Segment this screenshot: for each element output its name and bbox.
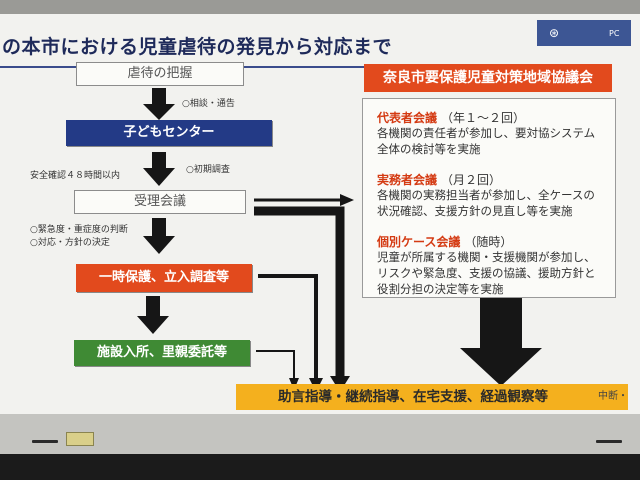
council-rep-head: 代表者会議（年１～２回） (377, 109, 525, 126)
council-case-freq: （随時） (464, 235, 513, 249)
logo-text: PC (609, 29, 620, 38)
bezel-indicator-right (596, 440, 622, 443)
step-child-center-label: 子どもセンター (123, 125, 215, 140)
council-box: 代表者会議（年１～２回） 各機関の責任者が参加し、要対協システム 全体の検討等を… (362, 98, 616, 298)
council-case-line-3: 役割分担の決定等を実施 (377, 282, 504, 296)
step-grasp-label: 虐待の把握 (127, 66, 193, 81)
council-case-title: 個別ケース会議 (377, 235, 461, 249)
arrow-reception-to-protection (143, 218, 175, 254)
council-rep-title: 代表者会議 (377, 111, 438, 125)
arrow-grasp-to-center (143, 88, 175, 120)
arrow-protection-to-result (258, 274, 323, 392)
arrow-protection-to-placement (137, 296, 169, 334)
step-reception-label: 受理会議 (133, 194, 186, 209)
step-reception-meeting: 受理会議 (74, 190, 246, 214)
council-work-head: 実務者会議（月２回） (377, 171, 501, 188)
desk-edge (0, 454, 640, 480)
council-title: 奈良市要保護児童対策地域協議会 (364, 64, 612, 92)
monitor-top-bezel (0, 0, 640, 16)
council-case-line-2: リスクや緊急度、支援の協議、援助方針と (377, 266, 596, 280)
step-temporary-protection: 一時保護、立入調査等 (76, 264, 252, 292)
note-safety-check: 安全確認４８時間以内 (30, 171, 121, 181)
step-protection-label: 一時保護、立入調査等 (98, 270, 229, 285)
bezel-sticker (66, 432, 94, 446)
council-work-freq: （月２回） (441, 173, 502, 187)
note-consultation: ○相談・通告 (182, 99, 235, 109)
council-rep-line-2: 全体の検討等を実施 (377, 142, 481, 156)
note-policy-decision: ○対応・方針の決定 (30, 238, 110, 248)
flow-connectors (137, 88, 542, 392)
arrow-council-to-result (460, 288, 542, 386)
council-case-head: 個別ケース会議（随時） (377, 233, 512, 250)
slide-title: の本市における児童虐待の発見から対応まで (2, 36, 393, 58)
result-edge-text: 中断・ (598, 391, 628, 402)
council-rep-freq: （年１～２回） (441, 111, 526, 125)
arrow-center-to-reception (143, 152, 175, 186)
monitor-bottom-bezel (0, 414, 640, 480)
arrow-reception-to-result (254, 206, 350, 392)
result-support-bar: 助言指導・継続指導、在宅支援、経過観察等 中断・ (236, 384, 628, 410)
step-child-center: 子どもセンター (66, 120, 272, 146)
arrow-reception-to-council (254, 194, 354, 206)
council-rep-line-1: 各機関の責任者が参加し、要対協システム (377, 126, 596, 140)
note-initial-survey: ○初期調査 (186, 165, 230, 175)
corner-logo: ⊛ PC (537, 20, 631, 46)
step-facility-placement: 施設入所、里親委託等 (74, 340, 250, 366)
result-label: 助言指導・継続指導、在宅支援、経過観察等 (278, 389, 548, 405)
logo-glyph-icon: ⊛ (549, 26, 560, 40)
council-work-title: 実務者会議 (377, 173, 438, 187)
council-case-line-1: 児童が所属する機関・支援機関が参加し、 (377, 250, 596, 264)
note-urgency-judgment: ○緊急度・重症度の判断 (30, 225, 128, 235)
council-work-line-2: 状況確認、支援方針の見直し等を実施 (377, 204, 573, 218)
slide-screen: の本市における児童虐待の発見から対応まで ⊛ PC (0, 14, 640, 414)
step-grasp: 虐待の把握 (76, 62, 244, 86)
step-placement-label: 施設入所、里親委託等 (96, 345, 227, 360)
council-work-line-1: 各機関の実務担当者が参加し、全ケースの (377, 188, 595, 202)
bezel-indicator-left (32, 440, 58, 443)
